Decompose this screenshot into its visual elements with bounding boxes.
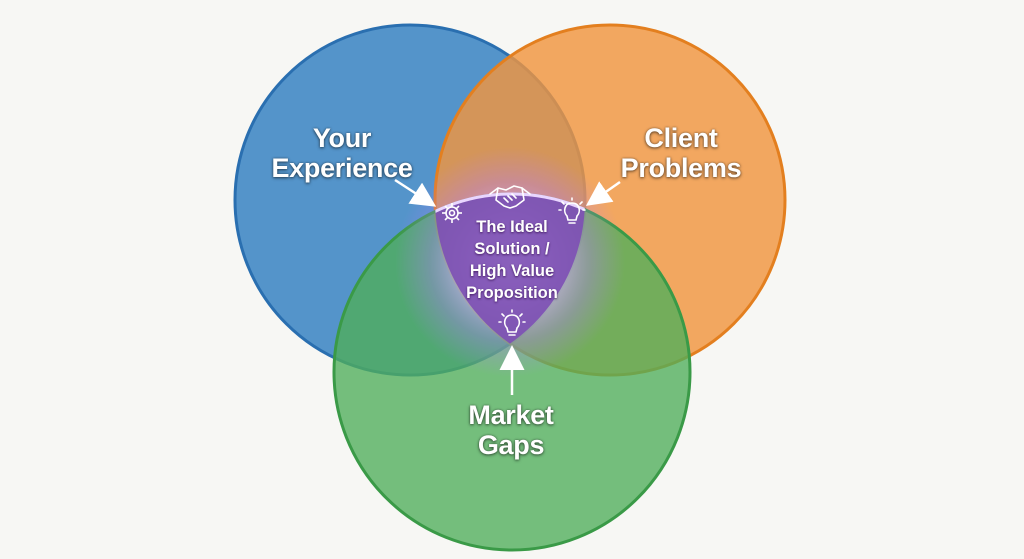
handshake-icon	[489, 185, 531, 209]
label-client-problems: Client Problems	[606, 123, 756, 183]
lightbulb-icon	[558, 197, 586, 224]
label-line: Problems	[620, 153, 742, 183]
center-label-line: High Value	[469, 262, 555, 280]
gear-icon	[442, 203, 462, 223]
center-label: The Ideal Solution / High Value Proposit…	[432, 216, 592, 304]
label-your-experience: Your Experience	[262, 123, 422, 183]
center-label-line: The Ideal	[476, 218, 548, 236]
label-line: Experience	[271, 153, 413, 183]
label-market-gaps: Market Gaps	[436, 400, 586, 460]
center-label-line: Solution /	[474, 240, 550, 258]
lightbulb-icon	[498, 309, 526, 336]
label-line: Market	[468, 400, 554, 430]
label-line: Client	[644, 123, 718, 153]
arrow-from-client	[585, 180, 621, 206]
label-line: Your	[312, 123, 372, 153]
arrow-from-experience	[394, 178, 437, 207]
center-label-line: Proposition	[466, 284, 558, 302]
label-line: Gaps	[477, 430, 545, 460]
